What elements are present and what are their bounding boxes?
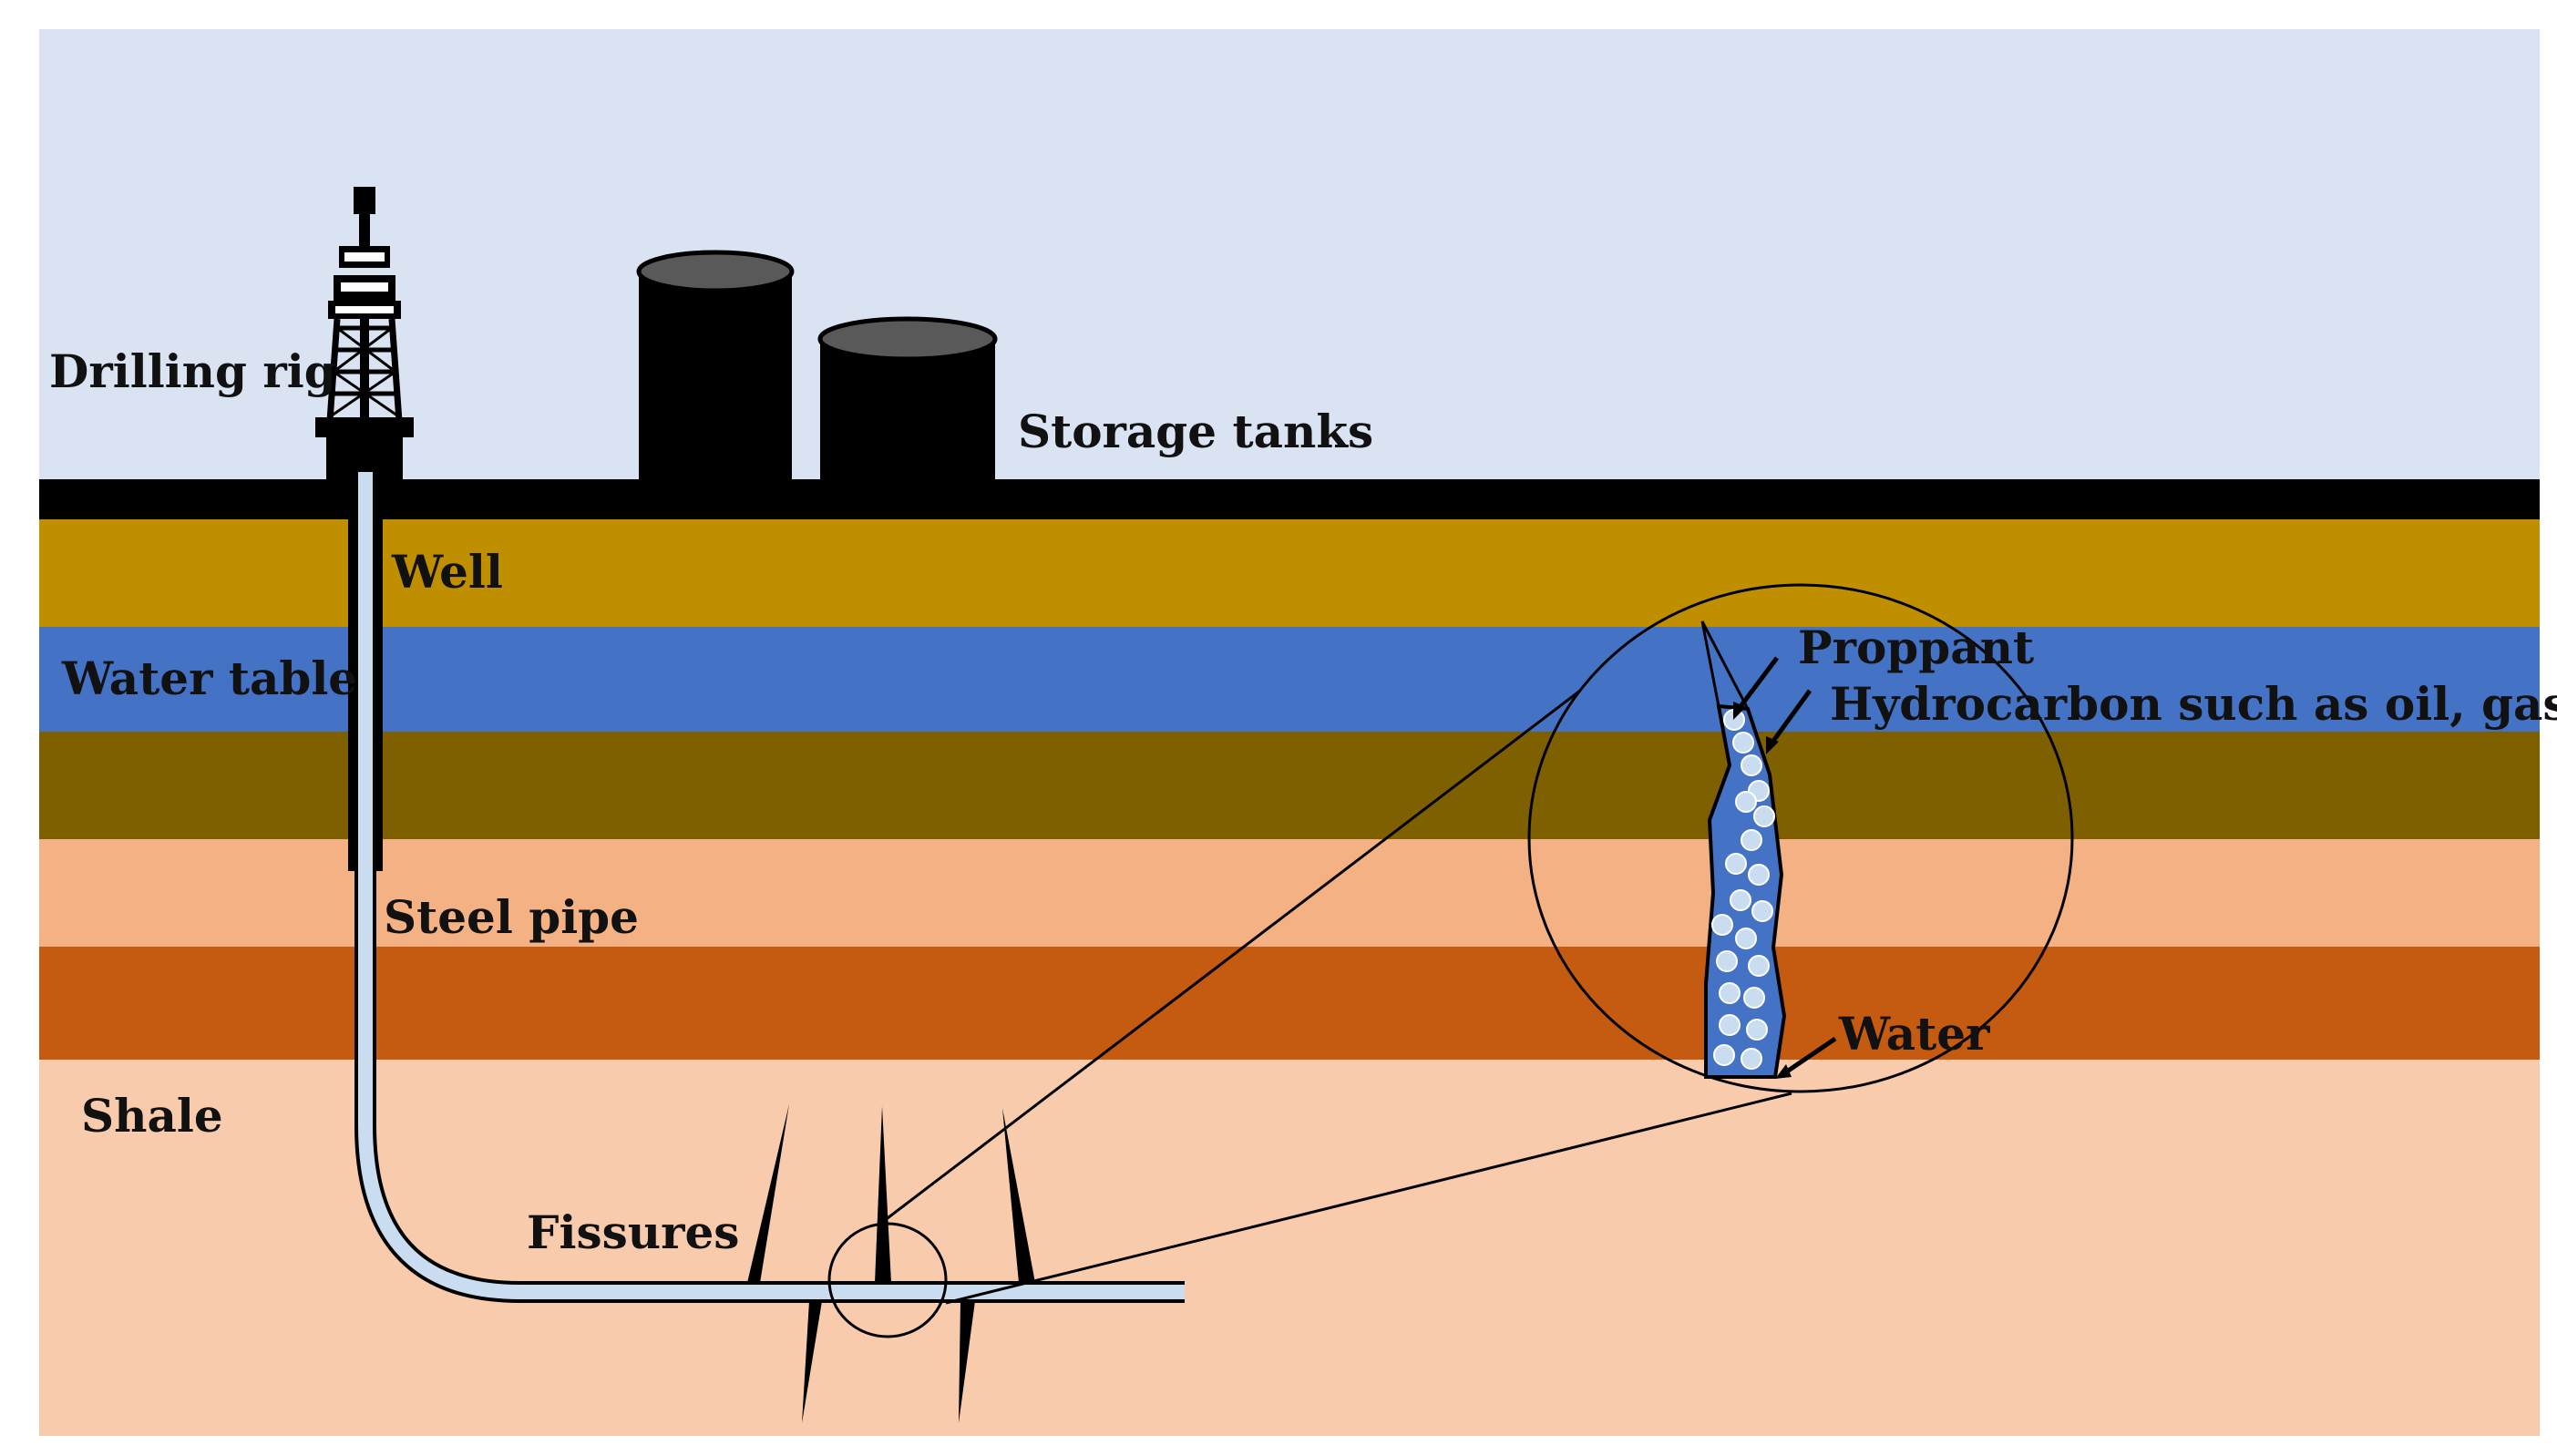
storage-tank-right [817,316,998,481]
water-arrow [1782,1036,1837,1076]
zoom-detail-circle [1527,583,2074,1093]
label-water-table: Water table [61,651,357,705]
fissures [747,1104,1035,1423]
proppant-particles [1711,709,1775,1070]
hydrocarbon-arrow [1769,689,1812,745]
zoom-origin-circle [827,1222,948,1338]
label-water: Water [1838,1007,1990,1061]
label-fissures: Fissures [527,1205,739,1259]
layer-orange [39,947,2540,1060]
layer-olive [39,732,2540,839]
layer-topsoil [39,519,2540,627]
drilling-rig [315,187,414,479]
steel-pipe [354,472,1185,1303]
proppant-arrow [1737,656,1779,711]
label-steel-pipe: Steel pipe [384,890,639,944]
sky [39,29,2540,483]
layer-water-table [39,627,2540,732]
fracture-detail [1700,620,1837,1079]
label-hydrocarbon: Hydrocarbon such as oil, gas [1830,677,2557,731]
label-storage-tanks: Storage tanks [1018,405,1373,458]
label-drilling-rig: Drilling rig [49,344,336,398]
layer-light-salmon [39,839,2540,947]
label-shale: Shale [81,1089,223,1143]
label-proppant: Proppant [1798,620,2034,674]
storage-tank-left [636,250,795,481]
label-well: Well [391,545,503,599]
zoom-connector [827,583,2074,1338]
ground-surface [39,479,2540,519]
layer-shale [39,1060,2540,1436]
